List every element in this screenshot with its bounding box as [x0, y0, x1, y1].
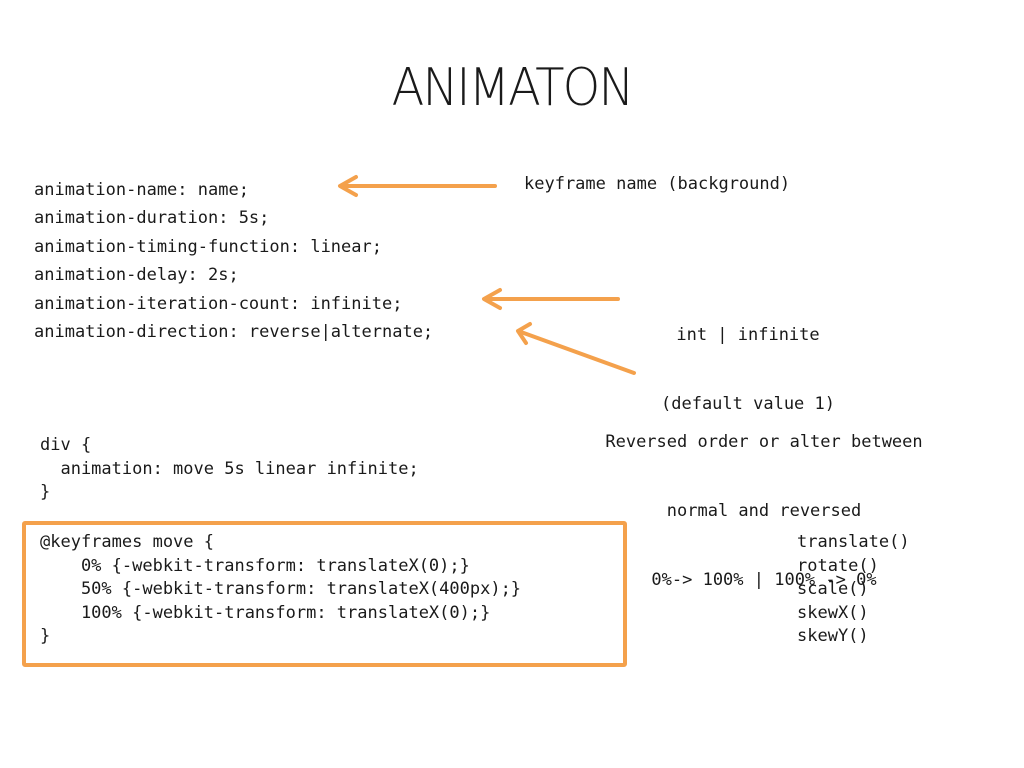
arrow-head-animation-name [338, 175, 358, 197]
property-animation-name: animation-name: name; [34, 180, 249, 200]
arrow-to-animation-direction [519, 330, 636, 375]
note-keyframe-name: keyframe name (background) [524, 174, 791, 194]
div-rule-close: } [40, 482, 51, 502]
keyframe-50: 50% {-webkit-transform: translateX(400px… [40, 579, 522, 599]
transform-scale: scale() [797, 579, 869, 599]
keyframe-100: 100% {-webkit-transform: translateX(0);} [40, 602, 491, 623]
property-animation-timing-function: animation-timing-function: linear; [34, 236, 382, 257]
div-rule-open: div { [40, 435, 92, 455]
div-rule-code: div { animation: move 5s linear infinite… [40, 434, 419, 505]
arrow-head-iteration-count [482, 288, 502, 310]
div-rule-body: animation: move 5s linear infinite; [40, 458, 419, 479]
arrow-head-animation-direction [516, 322, 532, 345]
transform-rotate: rotate() [797, 555, 879, 576]
animation-properties-list: animation-name: name; animation-duration… [34, 176, 433, 346]
property-animation-delay: animation-delay: 2s; [34, 265, 239, 286]
note-direction-line3: 0%-> 100% | 100% -> 0% [651, 570, 877, 590]
property-animation-direction: animation-direction: reverse|alternate; [34, 322, 434, 343]
transform-functions-list: translate() rotate() scale() skewX() ske… [797, 531, 910, 649]
note-iteration-count: int | infinite (default value 1) [628, 278, 868, 439]
note-direction-line1: Reversed order or alter between [605, 432, 923, 452]
note-iteration-count-line2: (default value 1) [661, 394, 835, 414]
transform-translate: translate() [797, 532, 910, 552]
keyframes-close: } [40, 626, 51, 646]
keyframes-code: @keyframes move { 0% {-webkit-transform:… [40, 531, 521, 649]
property-animation-duration: animation-duration: 5s; [34, 208, 270, 229]
property-animation-iteration-count: animation-iteration-count: infinite; [34, 293, 403, 314]
note-direction: Reversed order or alter between normal a… [570, 385, 958, 615]
transform-skewx: skewX() [797, 602, 869, 623]
transform-skewy: skewY() [797, 626, 869, 646]
slide-title: ANIMATON [391, 58, 635, 118]
keyframes-highlight-box [22, 521, 627, 667]
note-iteration-count-line1: int | infinite [676, 325, 820, 345]
note-direction-line2: normal and reversed [666, 501, 862, 521]
keyframes-open: @keyframes move { [40, 532, 214, 552]
keyframe-0: 0% {-webkit-transform: translateX(0);} [40, 555, 470, 576]
